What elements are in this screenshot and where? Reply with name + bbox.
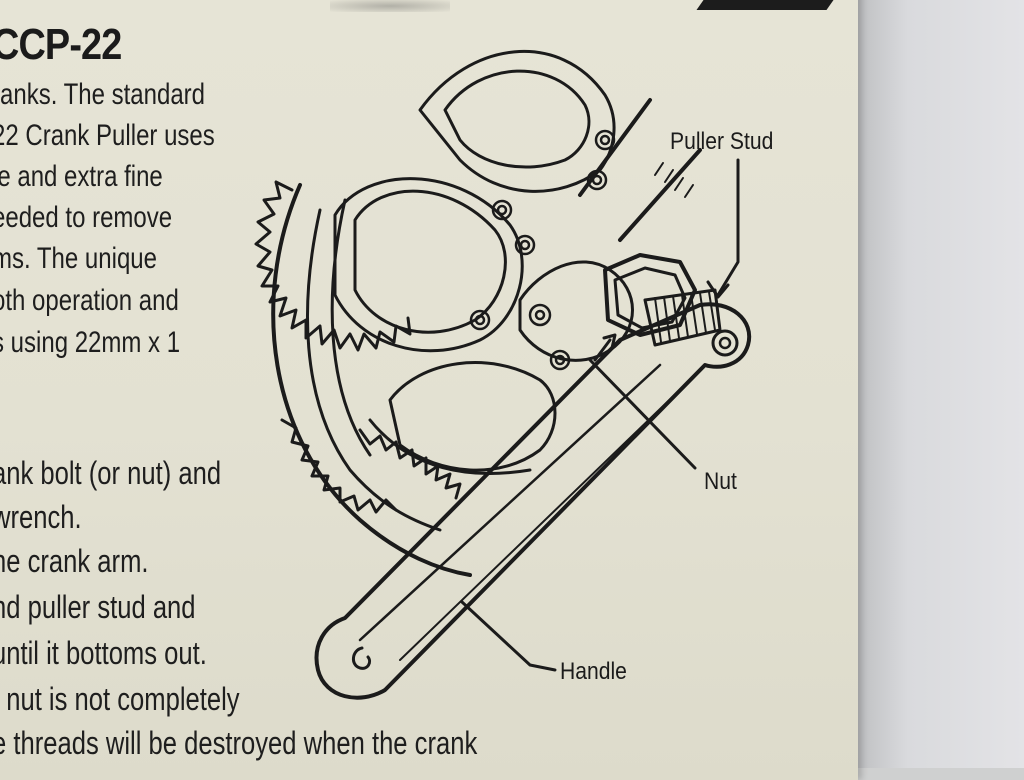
step-line: he crank arm. — [0, 543, 149, 579]
handle-inner-line-2 — [399, 379, 691, 661]
small-chainring-arc — [368, 418, 532, 475]
handle-top-hole — [711, 329, 739, 357]
upper-crank-hatching — [654, 162, 694, 198]
spider-hub — [518, 260, 634, 362]
intro-line: oth operation and — [0, 284, 179, 317]
intro-line: le and extra fine — [0, 160, 163, 193]
handle-leader — [460, 600, 557, 672]
step-line: f nut is not completely — [0, 681, 240, 717]
intro-line: eeded to remove — [0, 201, 173, 234]
chainring-inner-rim — [306, 208, 442, 532]
large-chainring-outer — [271, 183, 472, 577]
step-line: ank bolt (or nut) and — [0, 455, 222, 491]
instruction-card — [0, 0, 858, 780]
step-line: nd puller stud and — [0, 589, 196, 625]
puller-stud-arrowhead — [706, 280, 730, 299]
background-wall — [858, 0, 1024, 768]
product-title: CCP-22 — [0, 20, 122, 69]
nut-label: Nut — [704, 468, 737, 495]
top-shadow — [330, 0, 450, 12]
chainring-teeth-lower — [280, 418, 398, 514]
handle-end-mark — [352, 646, 372, 670]
spider-window-lower — [388, 361, 557, 472]
handle-arm — [314, 302, 752, 700]
nut-arrowhead — [602, 333, 617, 350]
nut-leader — [588, 358, 697, 470]
spider-arm-left — [333, 177, 524, 353]
upper-crank-arm — [578, 98, 702, 242]
hex-nut-face — [613, 266, 687, 330]
chainring-inner-rim-2 — [330, 198, 372, 457]
nut-leader-upper — [593, 338, 612, 362]
spider-window-top — [443, 69, 591, 169]
handle-label: Handle — [560, 658, 627, 685]
intro-line: 22 Crank Puller uses — [0, 119, 215, 152]
intro-line: s using 22mm x 1 — [0, 326, 181, 359]
small-chainring-teeth — [358, 428, 462, 500]
large-chainring-teeth — [254, 180, 412, 352]
step-line: until it bottoms out. — [0, 635, 207, 671]
hex-nut — [603, 253, 697, 337]
step-line: wrench. — [0, 499, 82, 535]
intro-line: ms. The unique — [0, 242, 157, 275]
spider-window-left — [353, 189, 507, 334]
spider-arm-top — [418, 49, 616, 193]
step-line: e threads will be destroyed when the cra… — [0, 725, 478, 761]
handle-inner-line — [358, 363, 662, 642]
puller-stud-label: Puller Stud — [670, 128, 774, 155]
intro-line: ranks. The standard — [0, 78, 206, 111]
handle-top-hole-inner — [718, 336, 732, 350]
puller-stud-leader — [716, 158, 740, 297]
